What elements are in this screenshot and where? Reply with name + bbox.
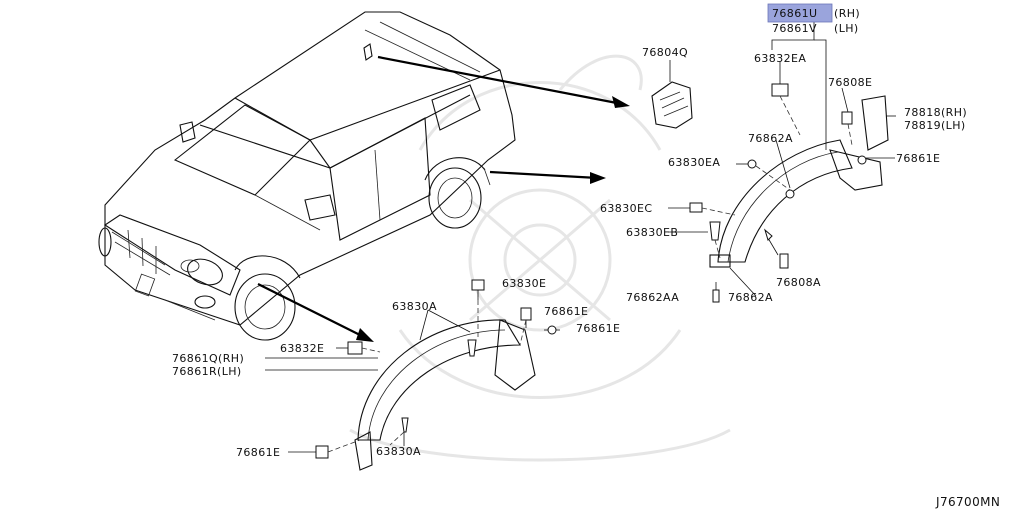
part-label-63830EC[interactable]: 63830EC [600,202,652,215]
part-label-76861E-left[interactable]: 76861E [236,446,280,459]
part-label-76808A[interactable]: 76808A [776,276,821,289]
part-label-76861V[interactable]: 76861V [772,22,817,35]
part-label-63832E[interactable]: 63832E [280,342,324,355]
mudguard-76804Q [651,60,693,129]
part-label-76861E-a[interactable]: 76861E [544,305,588,318]
part-label-76861E-right[interactable]: 76861E [896,152,940,165]
callout-arrows [257,55,630,342]
part-label-76861Q[interactable]: 76861Q(RH) [172,352,244,365]
part-label-76862A-top[interactable]: 76862A [748,132,793,145]
part-label-63830A-top[interactable]: 63830A [392,300,437,313]
diagram-code: J76700MN [935,495,1000,509]
side-label-rh: (RH) [834,7,860,20]
part-labels: 76861U (RH) 76861V (LH) 76804Q 63832EA 7… [172,7,1000,509]
part-label-76861U[interactable]: 76861U [772,7,817,20]
vehicle-illustration [98,11,516,341]
part-label-76804Q[interactable]: 76804Q [642,46,688,59]
side-label-lh: (LH) [834,22,859,35]
part-label-63830EB[interactable]: 63830EB [626,226,678,239]
part-label-76861R[interactable]: 76861R(LH) [172,365,242,378]
part-label-76862A-bottom[interactable]: 76862A [728,291,773,304]
part-label-63830E[interactable]: 63830E [502,277,546,290]
part-label-76861E-b[interactable]: 76861E [576,322,620,335]
front-arch-molding [265,279,560,471]
highlight-76861U [767,3,833,23]
part-label-63832EA[interactable]: 63832EA [754,52,806,65]
part-label-63830A-bottom[interactable]: 63830A [376,445,421,458]
part-label-78819[interactable]: 78819(LH) [904,119,966,132]
part-label-76862AA[interactable]: 76862AA [626,291,679,304]
watermark-emblem [349,54,731,462]
rear-arch-molding [668,22,896,303]
part-label-76808E[interactable]: 76808E [828,76,872,89]
part-label-63830EA[interactable]: 63830EA [668,156,720,169]
part-label-78818[interactable]: 78818(RH) [904,106,967,119]
